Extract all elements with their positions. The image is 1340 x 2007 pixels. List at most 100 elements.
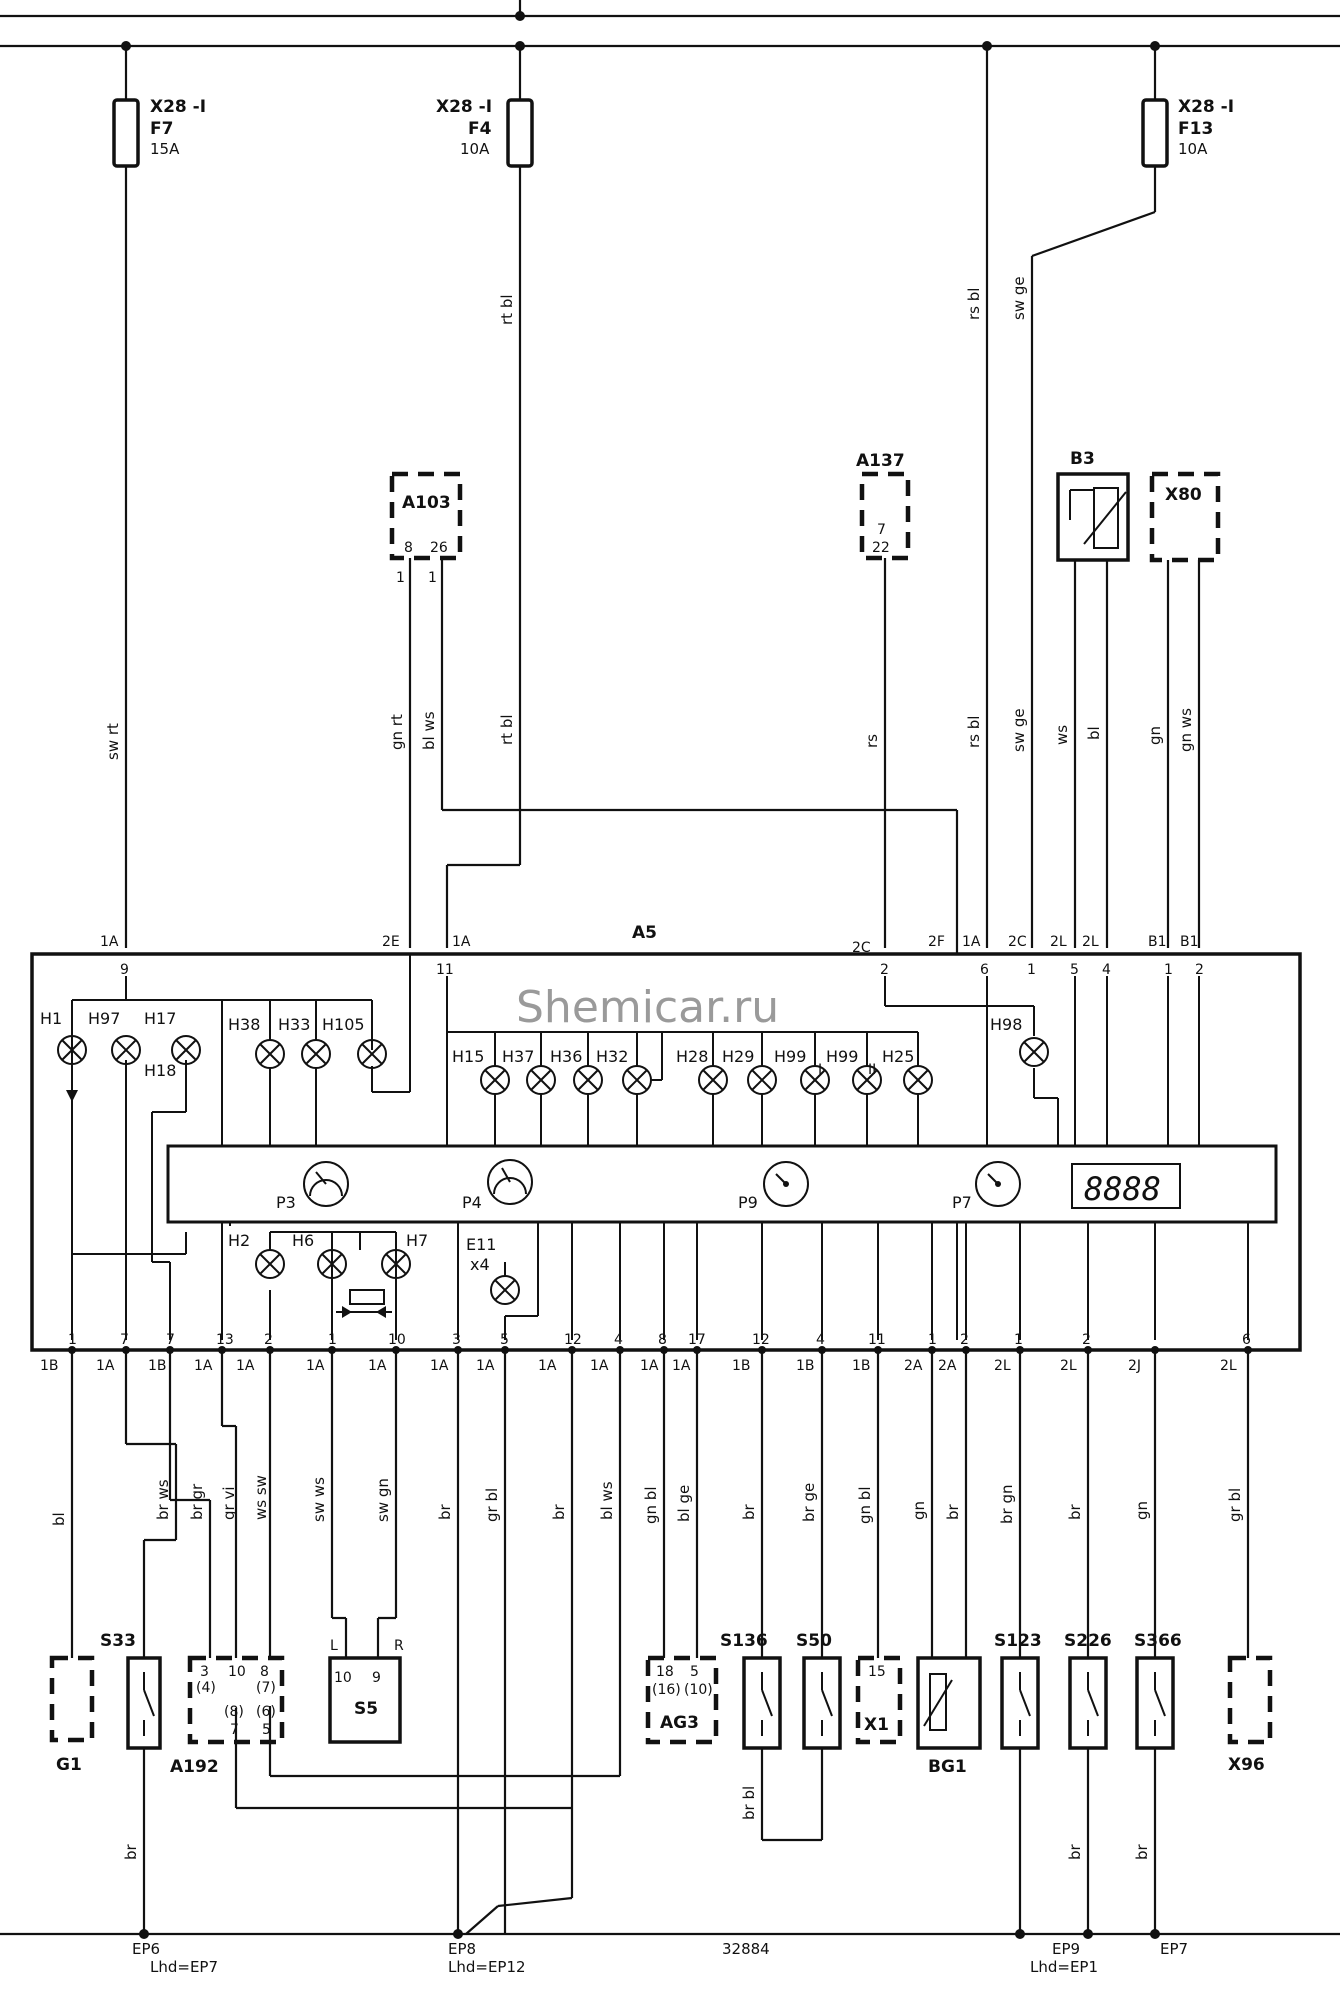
svg-text:H38: H38 (228, 1015, 260, 1034)
top-conn: 2F (928, 934, 945, 950)
lamp-h99-ii: H99 II (826, 1032, 882, 1146)
svg-text:II: II (868, 1062, 876, 1078)
svg-text:(6): (6) (256, 1704, 276, 1720)
wire-label: rs bl (965, 288, 983, 320)
svg-text:H1: H1 (40, 1009, 62, 1028)
svg-text:(4): (4) (196, 1680, 216, 1696)
top-conn: 2L (1082, 934, 1099, 950)
fuse-f7: X28 -I F7 15A (112, 46, 206, 948)
svg-text:10: 10 (228, 1664, 246, 1680)
lamp-h38: H38 (228, 1015, 285, 1146)
svg-text:bl ws: bl ws (598, 1481, 616, 1520)
svg-text:H99: H99 (774, 1047, 806, 1066)
module-a103: A103 8 26 1 1 (389, 471, 463, 948)
svg-text:5: 5 (500, 1332, 509, 1348)
gauge-p9: P9 (738, 1161, 809, 1212)
svg-text:1: 1 (1014, 1332, 1023, 1348)
gauge-p4: P4 (462, 1159, 533, 1212)
wire-label: gn (1146, 726, 1164, 745)
ground-ep7: EP7 (1160, 1940, 1188, 1958)
svg-text:8: 8 (260, 1664, 269, 1680)
svg-text:5: 5 (690, 1664, 699, 1680)
lamp-h99-i: H99 I (774, 1032, 830, 1146)
top-conn: 1A (100, 934, 119, 950)
svg-text:3: 3 (200, 1664, 209, 1680)
svg-text:1B: 1B (40, 1358, 59, 1374)
svg-text:S5: S5 (354, 1699, 378, 1719)
svg-text:1A: 1A (672, 1358, 691, 1374)
wire-label: bl ws (420, 711, 438, 750)
fuse-f7-connector: X28 -I (150, 97, 206, 117)
svg-text:H98: H98 (990, 1015, 1022, 1034)
component-s226: S226 (1064, 1631, 1112, 1750)
top-conn: B1 (1180, 934, 1199, 950)
svg-text:6: 6 (1242, 1332, 1251, 1348)
instrument-cluster-a5: A5 Shemicar.ru 1A 9 2E 1A 11 2C 2 2F 1A … (30, 923, 1302, 1374)
svg-text:A192: A192 (170, 1757, 219, 1777)
svg-text:9: 9 (372, 1670, 381, 1686)
top-conn: 2C (852, 940, 871, 956)
lamp-h25: H25 (882, 1032, 933, 1146)
svg-text:2L: 2L (994, 1358, 1011, 1374)
svg-text:R: R (394, 1638, 404, 1654)
ground-ep9-note: Lhd=EP1 (1030, 1958, 1098, 1976)
svg-text:2: 2 (1082, 1332, 1091, 1348)
svg-text:4: 4 (816, 1332, 825, 1348)
a103-pin-8: 8 (404, 540, 413, 556)
svg-text:18: 18 (656, 1664, 674, 1680)
top-conn: 1A (452, 934, 471, 950)
svg-text:H32: H32 (596, 1047, 628, 1066)
svg-text:1B: 1B (796, 1358, 815, 1374)
svg-text:BG1: BG1 (928, 1757, 967, 1777)
svg-text:1: 1 (328, 1332, 337, 1348)
a137-name: A137 (856, 451, 905, 471)
svg-text:2A: 2A (904, 1358, 923, 1374)
display-readout: 8888 (1084, 1170, 1161, 1208)
lamp-h6: H6 (292, 1231, 347, 1279)
svg-text:E11: E11 (466, 1235, 496, 1254)
fuse-f7-name: F7 (150, 119, 173, 139)
fuse-f13: X28 -I F13 10A (1030, 46, 1234, 948)
wire-label: rs (863, 734, 881, 748)
x80-name: X80 (1165, 485, 1202, 505)
component-a192: 3 (4) 10 8 (7) (8) 7 (6) 5 A192 (170, 1655, 285, 1777)
svg-text:1A: 1A (194, 1358, 213, 1374)
fuse-f4-connector: X28 -I (436, 97, 492, 117)
fuse-f7-rating: 15A (150, 140, 180, 158)
lamp-h32: H32 (596, 1032, 663, 1146)
svg-text:P7: P7 (952, 1193, 972, 1212)
component-s33: S33 (100, 1631, 162, 1750)
svg-text:1A: 1A (96, 1358, 115, 1374)
component-s123: S123 (994, 1631, 1042, 1750)
wire-labels-top: sw rt rt bl rt bl rs bl sw ge gn rt bl w… (104, 276, 1195, 760)
wire-label: ws (1053, 725, 1071, 745)
lamp-h1: H1 (40, 1009, 87, 1065)
svg-text:7: 7 (230, 1722, 239, 1738)
svg-text:br ge: br ge (800, 1483, 818, 1522)
module-b3: B3 (1056, 449, 1130, 948)
svg-text:gr vi: gr vi (220, 1486, 238, 1520)
svg-text:br: br (1066, 1843, 1084, 1860)
svg-text:S33: S33 (100, 1631, 136, 1651)
svg-text:gr bl: gr bl (1226, 1488, 1244, 1522)
svg-text:P3: P3 (276, 1193, 296, 1212)
svg-text:gn: gn (1133, 1501, 1151, 1520)
a103-plug-1: 1 (396, 570, 405, 586)
svg-text:br: br (1133, 1843, 1151, 1860)
svg-text:1B: 1B (732, 1358, 751, 1374)
lamp-h7: H7 (381, 1231, 428, 1279)
top-pin: 2 (880, 962, 889, 978)
a103-name: A103 (402, 493, 451, 513)
top-pin: 5 (1070, 962, 1079, 978)
fuse-f13-name: F13 (1178, 119, 1213, 139)
svg-text:7: 7 (120, 1332, 129, 1348)
top-conn: 2L (1050, 934, 1067, 950)
ground-ep9: EP9 (1052, 1940, 1080, 1958)
svg-text:12: 12 (564, 1332, 582, 1348)
top-conn: 2C (1008, 934, 1027, 950)
svg-text:x4: x4 (470, 1255, 490, 1274)
component-ag3: 18 5 (16) (10) AG3 (645, 1655, 719, 1745)
svg-text:br ws: br ws (154, 1479, 172, 1520)
svg-text:sw ws: sw ws (310, 1477, 328, 1522)
